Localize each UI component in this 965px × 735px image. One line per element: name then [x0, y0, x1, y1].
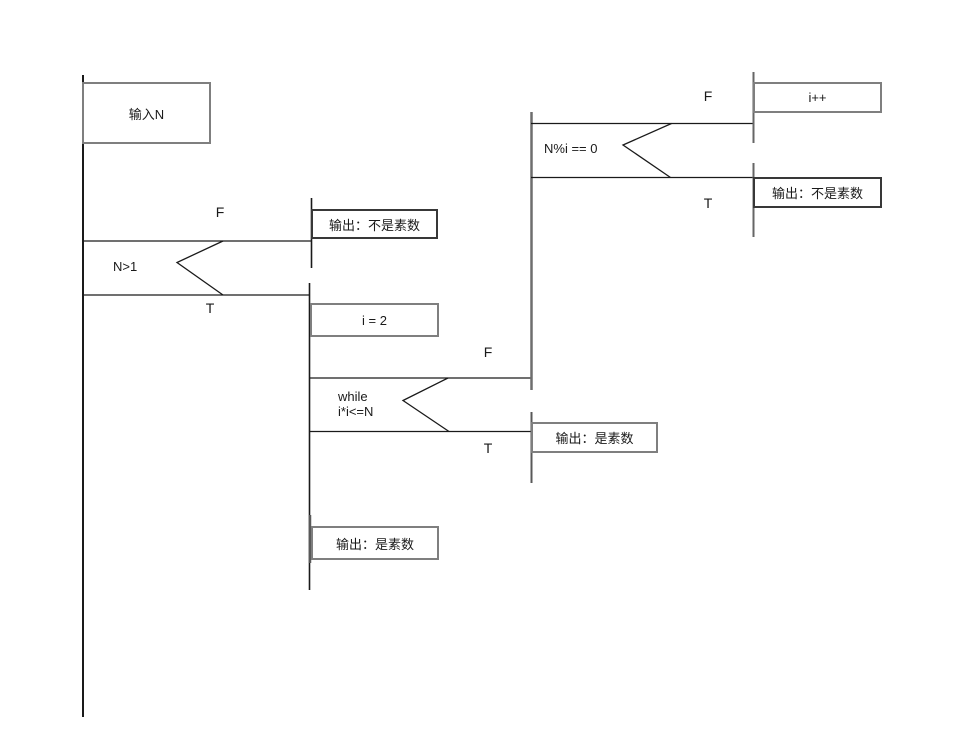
box-i-eq-2: i = 2 [310, 303, 439, 337]
box-i-increment: i++ [753, 82, 882, 113]
mod-check-false-label: F [703, 88, 713, 104]
box-output-not-prime-right-label: 输出：不是素数 [771, 186, 863, 201]
box-output-prime-right-label: 输出：是素数 [555, 431, 634, 446]
box-output-not-prime-mid: 输出：不是素数 [311, 209, 438, 239]
box-output-prime-bottom: 输出：是素数 [311, 526, 439, 560]
box-input-n: 输入N [82, 82, 211, 144]
mod-check-true-label: T [703, 195, 713, 211]
while-false-label: F [483, 344, 493, 360]
n-gt-1-false-label: F [215, 204, 225, 220]
while-chevron [401, 377, 450, 433]
n-gt-1-true-label: T [205, 300, 215, 316]
condition-while-line2: i*i<=N [338, 404, 374, 419]
while-true-label: T [483, 440, 493, 456]
box-i-eq-2-label: i = 2 [362, 312, 387, 328]
box-i-increment-label: i++ [808, 90, 827, 105]
condition-while-line1: while [338, 389, 368, 404]
box-output-prime-bottom-label: 输出：是素数 [335, 536, 414, 552]
box-output-not-prime-right: 输出：不是素数 [753, 177, 882, 208]
box-output-prime-right: 输出：是素数 [531, 422, 658, 453]
mod-check-chevron [621, 122, 672, 179]
condition-mod-check: N%i == 0 [544, 141, 598, 156]
box-output-not-prime-mid-label: 输出：不是素数 [328, 217, 420, 233]
box-input-n-label: 输入N [128, 106, 165, 122]
n-gt-1-chevron [175, 240, 224, 296]
condition-n-gt-1: N>1 [113, 259, 138, 274]
condition-while: while i*i<=N [338, 389, 373, 419]
